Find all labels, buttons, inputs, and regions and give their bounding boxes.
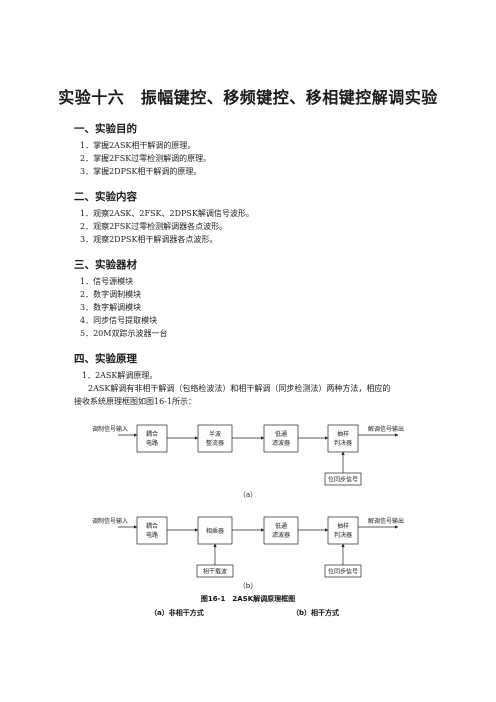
low-pass-filter-block xyxy=(263,516,299,545)
list-item: 2．数字调制模块 xyxy=(80,290,142,299)
subcaption-b: （b）相干方式 xyxy=(292,609,340,617)
list-item: 3．掌握2DPSK相干解调的原理。 xyxy=(80,167,202,176)
output-label: 解调信号输出 xyxy=(368,517,404,525)
block-label: 低通 xyxy=(275,522,287,530)
list-item: 1．2ASK解调原理。 xyxy=(82,371,158,380)
block-label: 滤波器 xyxy=(272,531,290,539)
section-heading-equipment: 三、实验器材 xyxy=(74,259,137,271)
block-label: 滤波器 xyxy=(272,439,290,447)
block-label: 抽样 xyxy=(337,430,349,438)
input-label: 调制信号输入 xyxy=(92,425,128,433)
sample-decision-block xyxy=(327,424,359,453)
list-item: 5．20M双踪示波器一台 xyxy=(80,329,168,338)
block-label: 低通 xyxy=(275,430,287,438)
subcaption-a: （a）非相干方式 xyxy=(150,609,204,617)
multiplier-block xyxy=(197,516,233,545)
output-label: 解调信号输出 xyxy=(368,425,404,433)
coupling-circuit-block xyxy=(136,516,168,545)
block-label: 半波 xyxy=(209,430,221,438)
block-label: 位同步信号 xyxy=(328,568,358,576)
block-label: 相乘器 xyxy=(206,527,224,535)
diagram-b-coherent: 调制信号输入 耦合 电路 相乘器 低通 滤波器 抽样 判决器 解调信号输出 相干… xyxy=(92,516,404,590)
input-label: 调制信号输入 xyxy=(92,517,128,525)
figure-title: 图16-1 2ASK解调原理框图 xyxy=(200,595,296,603)
diagram-a-noncoherent: 调制信号输入 耦合 电路 半波 整流器 低通 滤波器 抽样 判决器 解调信号输出… xyxy=(92,424,404,499)
list-item: 2．掌握2FSK过零检测解调的原理。 xyxy=(80,154,212,163)
block-label: 判决器 xyxy=(334,531,352,539)
list-item: 1．信号源模块 xyxy=(80,277,134,286)
block-label: 耦合 xyxy=(146,522,158,530)
block-label: 位同步信号 xyxy=(328,476,358,484)
list-item: 2．观察2FSK过零检测解调器各点波形。 xyxy=(80,222,228,231)
sample-decision-block xyxy=(327,516,359,545)
half-wave-rectifier-block xyxy=(197,424,233,453)
list-item: 4．同步信号提取模块 xyxy=(80,316,158,325)
block-label: 相干载波 xyxy=(203,568,227,576)
list-item: 1．掌握2ASK相干解调的原理。 xyxy=(80,141,196,150)
paragraph-line: 接收系统原理框图如图16-1所示： xyxy=(74,397,196,406)
list-item: 3．观察2DPSK相干解调器各点波形。 xyxy=(80,235,218,244)
block-label: 整流器 xyxy=(206,439,224,447)
block-label: 抽样 xyxy=(337,522,349,530)
section-heading-purpose: 一、实验目的 xyxy=(74,123,137,135)
paragraph-line: 2ASK解调有非相干解调（包络检波法）和相干解调（同步检测法）两种方法，相应的 xyxy=(88,384,391,393)
page-title: 实验十六 振幅键控、移频键控、移相键控解调实验 xyxy=(58,88,438,107)
section-heading-content: 二、实验内容 xyxy=(74,191,137,203)
block-label: 判决器 xyxy=(334,439,352,447)
diagram-caption: （b） xyxy=(239,582,257,590)
diagram-caption: （a） xyxy=(239,491,257,499)
block-label: 电路 xyxy=(146,439,158,447)
coupling-circuit-block xyxy=(136,424,168,453)
block-label: 电路 xyxy=(146,531,158,539)
list-item: 1．观察2ASK、2FSK、2DPSK解调信号波形。 xyxy=(80,209,254,218)
section-heading-principle: 四、实验原理 xyxy=(74,353,137,365)
low-pass-filter-block xyxy=(263,424,299,453)
block-label: 耦合 xyxy=(146,430,158,438)
list-item: 3．数字解调模块 xyxy=(80,303,142,312)
